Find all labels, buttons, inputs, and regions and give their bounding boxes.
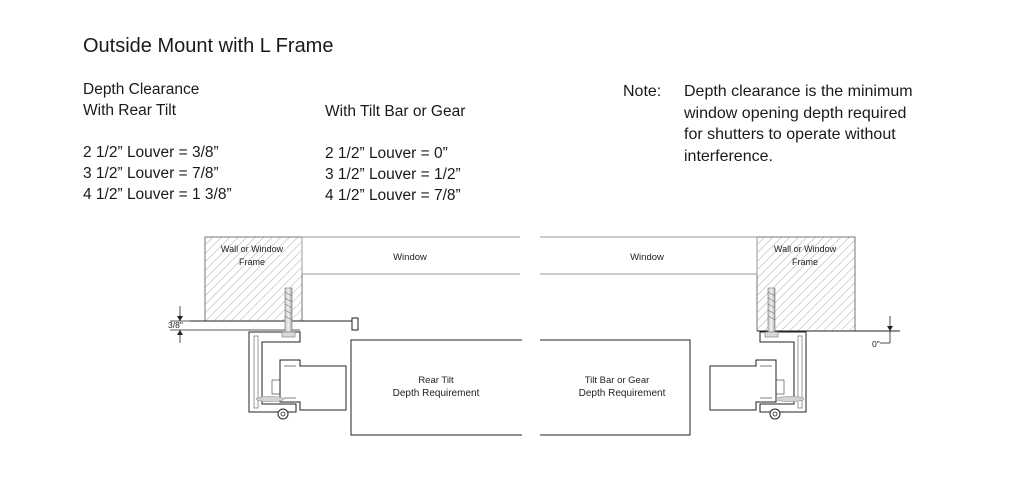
right-stile-detail	[760, 365, 785, 399]
right-window-label: Window	[630, 252, 664, 263]
left-window-opening	[301, 236, 520, 275]
left-wall-frame	[204, 236, 303, 322]
right-dimension-marker: 0"	[872, 316, 893, 349]
right-wall-label-line2: Frame	[792, 257, 818, 267]
left-depth-box	[350, 339, 522, 436]
right-box-label-line1: Tilt Bar or Gear	[585, 375, 650, 386]
right-window-opening	[540, 236, 758, 275]
right-shutter-stile	[709, 359, 777, 411]
left-hinge-pin	[255, 396, 285, 402]
left-wall-label-line1: Wall or Window	[221, 244, 284, 254]
left-wall-label-line2: Frame	[239, 257, 265, 267]
left-box-label-line1: Rear Tilt	[418, 375, 454, 386]
right-box-label-line2: Depth Requirement	[579, 388, 666, 399]
note-label: Note:	[623, 83, 662, 100]
left-dimension-marker: 3/8"	[168, 306, 300, 343]
right-depth-box	[540, 339, 691, 436]
tilt-bar-row: 4 1/2” Louver = 7/8”	[325, 187, 461, 204]
right-assembly: 0" Tilt Bar or Gear Depth Requirement Wa…	[540, 236, 900, 436]
tilt-bar-row: 3 1/2” Louver = 1/2”	[325, 166, 461, 183]
rear-tilt-row: 4 1/2” Louver = 1 3/8”	[83, 186, 232, 203]
tilt-bar-row: 2 1/2” Louver = 0”	[325, 145, 448, 162]
left-hinge-knuckle	[277, 408, 289, 420]
left-frame-inner	[253, 335, 259, 409]
left-stile-detail	[271, 365, 296, 399]
left-l-frame	[248, 331, 301, 413]
right-hinge-pin	[775, 396, 805, 402]
rear-tilt-heading-line2: With Rear Tilt	[83, 102, 177, 119]
right-wall-label-line1: Wall or Window	[774, 244, 837, 254]
left-screw	[281, 287, 296, 338]
right-screw	[764, 287, 779, 338]
rear-tilt-heading-line1: Depth Clearance	[83, 81, 200, 98]
left-shutter-stile	[279, 359, 347, 411]
left-box-label-line2: Depth Requirement	[393, 388, 480, 399]
right-dimension-label: 0"	[872, 339, 880, 349]
rear-tilt-column: Depth Clearance With Rear Tilt 2 1/2” Lo…	[83, 79, 232, 205]
left-hinge-knuckle-inner	[280, 411, 286, 417]
note-text: Depth clearance is the minimum window op…	[684, 83, 913, 165]
rear-tilt-row: 3 1/2” Louver = 7/8”	[83, 165, 219, 182]
right-frame-inner	[797, 335, 803, 409]
rear-tilt-row: 2 1/2” Louver = 3/8”	[83, 144, 219, 161]
right-hinge-knuckle	[769, 408, 781, 420]
left-assembly: 3/8" Rear Tilt Depth Requirement Wall or…	[168, 236, 522, 436]
tilt-bar-heading: With Tilt Bar or Gear	[325, 103, 466, 120]
left-window-label: Window	[393, 252, 427, 263]
page-title: Outside Mount with L Frame	[83, 35, 334, 57]
right-hinge-knuckle-inner	[772, 411, 778, 417]
left-dimension-label: 3/8"	[168, 320, 183, 330]
left-mount-cap	[351, 317, 359, 331]
right-l-frame	[759, 331, 807, 413]
tilt-bar-column: With Tilt Bar or Gear 2 1/2” Louver = 0”…	[325, 101, 465, 206]
